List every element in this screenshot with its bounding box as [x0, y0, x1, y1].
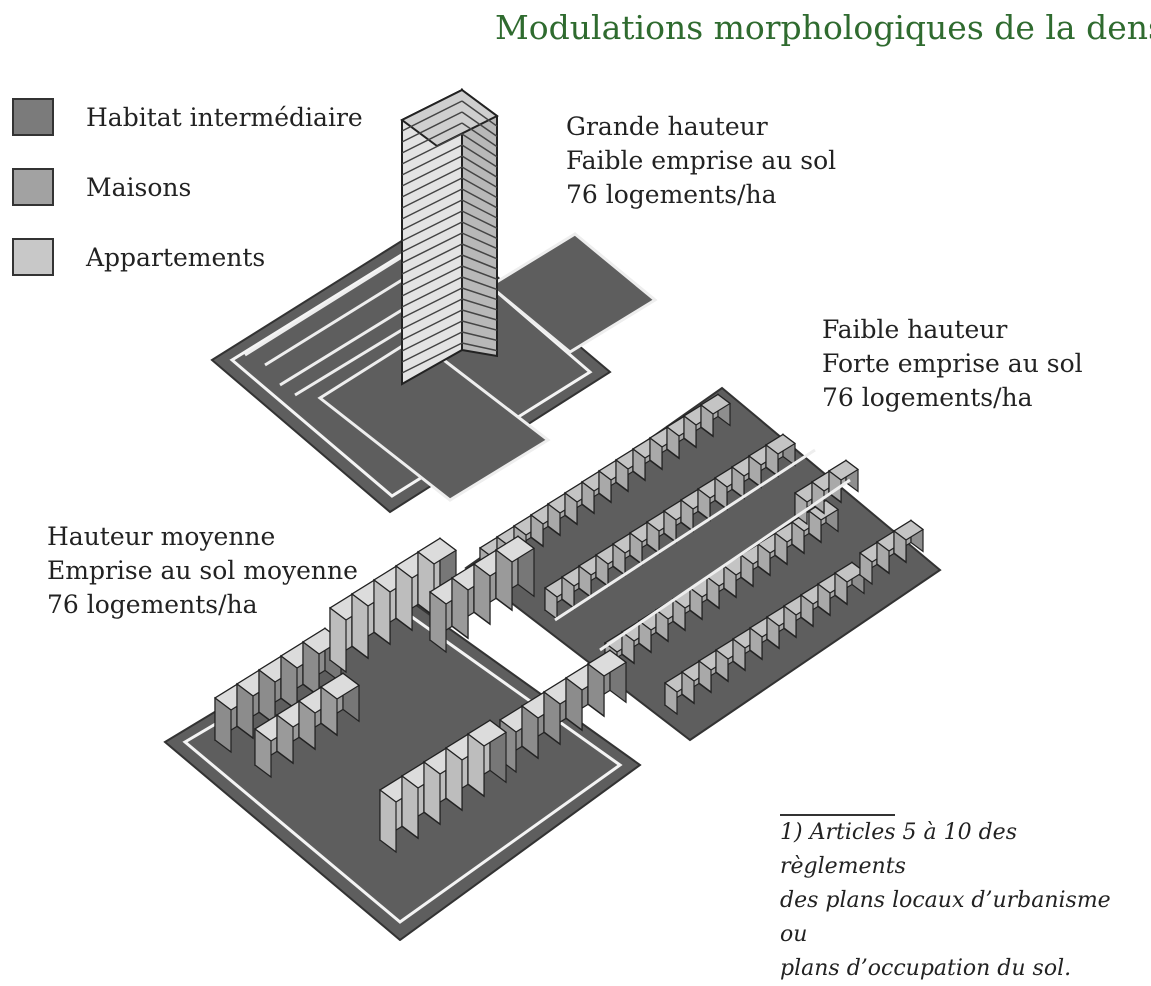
caption-line: Forte emprise au sol	[822, 349, 1083, 378]
footnote: 1) Articles 5 à 10 des règlements des pl…	[780, 816, 1140, 986]
house	[699, 393, 732, 438]
parking-lines	[244, 253, 411, 397]
caption-line: Faible emprise au sol	[566, 146, 837, 175]
caption-line: 76 logements/ha	[566, 180, 777, 209]
caption-line: Emprise au sol moyenne	[47, 556, 358, 585]
building	[466, 719, 508, 798]
legend-swatch-appartements	[12, 238, 54, 276]
mid-rise-buildings	[213, 535, 628, 854]
courtyard-plot	[487, 232, 658, 354]
legend-item-maisons: Maisons	[12, 152, 363, 222]
row-houses	[478, 393, 925, 716]
building	[586, 649, 628, 718]
caption-line: Hauteur moyenne	[47, 522, 276, 551]
caption-line: 76 logements/ha	[822, 383, 1033, 412]
block-faible-hauteur	[464, 386, 942, 742]
legend: Habitat intermédiaire Maisons Appartemen…	[12, 82, 363, 292]
parcel-paths	[554, 448, 851, 652]
block-hauteur-moyenne	[163, 535, 642, 941]
house	[833, 561, 866, 606]
legend-swatch-maisons	[12, 168, 54, 206]
legend-item-habitat-intermediaire: Habitat intermédiaire	[12, 82, 363, 152]
caption-hauteur-moyenne: Hauteur moyenne Emprise au sol moyenne 7…	[47, 520, 358, 622]
parcel-path	[229, 234, 593, 498]
footnote-rule	[780, 814, 895, 816]
legend-label: Habitat intermédiaire	[86, 102, 363, 132]
caption-line: Faible hauteur	[822, 315, 1008, 344]
block-grande-hauteur	[210, 88, 658, 514]
footnote-line: plans d’occupation du sol.	[780, 956, 1072, 981]
building	[494, 535, 536, 612]
house	[546, 492, 579, 537]
house	[764, 433, 797, 478]
legend-label: Maisons	[86, 172, 192, 202]
parcel-ground	[163, 595, 642, 941]
legend-item-appartements: Appartements	[12, 222, 363, 292]
legend-label: Appartements	[86, 242, 266, 272]
legend-swatch-habitat-intermediaire	[12, 98, 54, 136]
footnote-line: 1) Articles 5 à 10 des règlements	[780, 820, 1017, 879]
figure-title: Modulations morphologiques de la densité	[495, 8, 1151, 47]
isometric-scene	[163, 88, 942, 941]
courtyard-plot	[317, 336, 551, 502]
building	[319, 672, 361, 737]
caption-grande-hauteur: Grande hauteur Faible emprise au sol 76 …	[566, 110, 836, 212]
house	[892, 519, 925, 564]
footnote-line: des plans locaux d’urbanisme ou	[780, 888, 1111, 947]
caption-faible-hauteur: Faible hauteur Forte emprise au sol 76 l…	[822, 313, 1083, 415]
caption-line: Grande hauteur	[566, 112, 768, 141]
tower	[400, 88, 499, 386]
caption-line: 76 logements/ha	[47, 590, 258, 619]
